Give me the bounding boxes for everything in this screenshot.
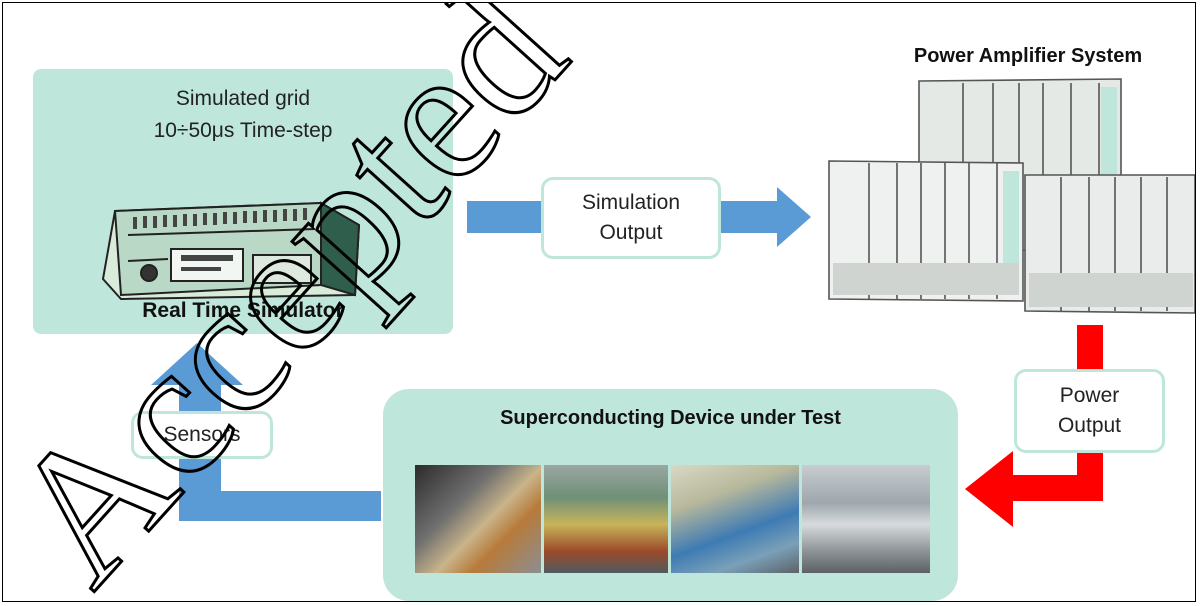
power-output-line1: Power [1059, 384, 1120, 407]
red-power-arrow [965, 325, 1103, 527]
transformer-photo [544, 465, 668, 573]
machine-photo [671, 465, 799, 573]
simulator-label: Real Time Simulator [142, 299, 344, 322]
simulator-title-line1: Simulated grid [175, 87, 311, 110]
simulation-output-line1: Simulation [581, 191, 681, 214]
power-output-label: Power Output [1014, 369, 1165, 453]
simulator-rack-icon [101, 201, 361, 301]
simulator-title: Simulated grid 10÷50μs Time-step [33, 83, 453, 147]
power-amplifier-title: Power Amplifier System [913, 45, 1143, 67]
arrow-head-right [719, 187, 811, 247]
accepted-watermark: Accepted [3, 3, 606, 602]
sensors-label: Sensors [131, 411, 273, 459]
simulation-output-line2: Output [599, 221, 663, 244]
simulator-title-line2: 10÷50μs Time-step [153, 119, 333, 142]
blue-sensor-arrow [151, 343, 381, 521]
device-under-test-title: Superconducting Device under Test [500, 407, 841, 429]
arrow-shaft-left [467, 201, 547, 233]
power-output-line2: Output [1057, 414, 1122, 437]
cryostat-photo [802, 465, 930, 573]
sensors-text: Sensors [163, 423, 241, 446]
watermark-text: Accepted [3, 3, 604, 602]
simulation-output-label: Simulation Output [541, 177, 721, 259]
amplifier-cabinets-icon [828, 78, 1195, 314]
flow-arrows [151, 187, 1103, 527]
cable-photo [415, 465, 541, 573]
